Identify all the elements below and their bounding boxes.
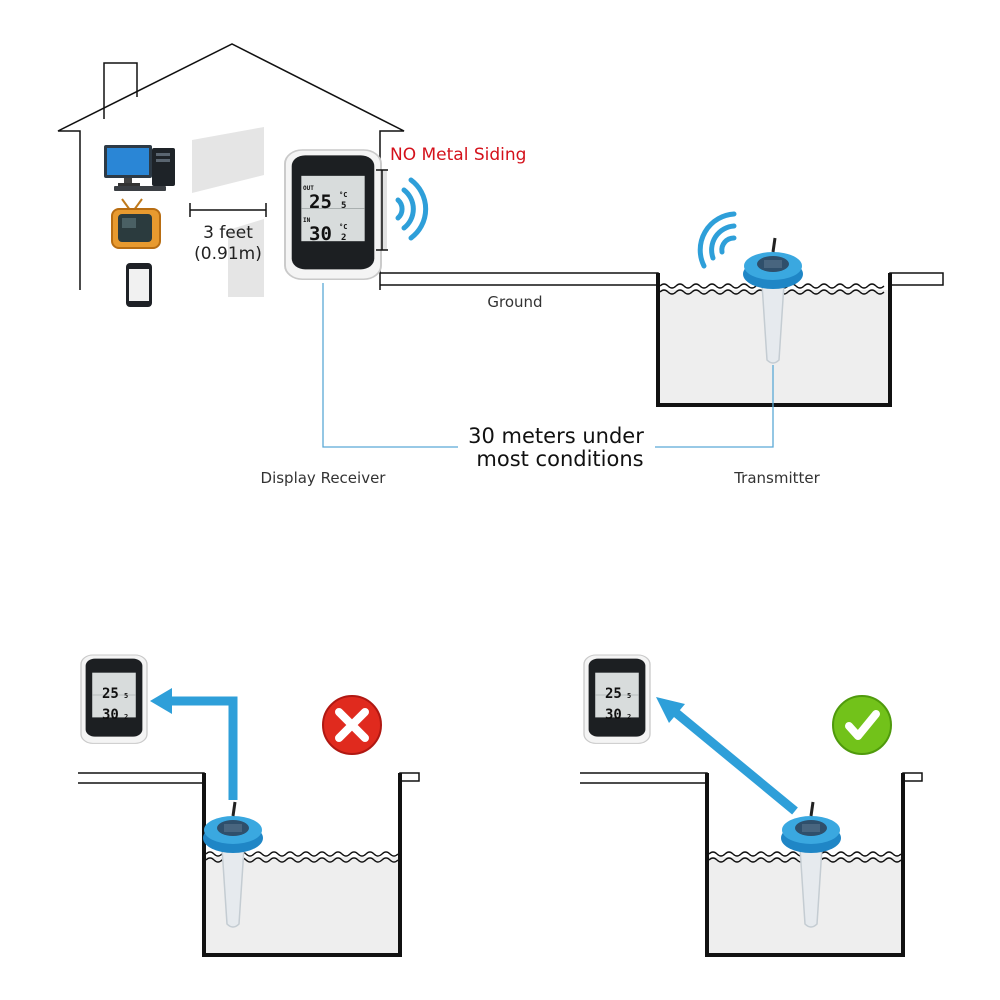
lcd-out-tag: OUT xyxy=(303,185,314,192)
house-outline xyxy=(57,43,405,290)
lcd-in-unit: °C xyxy=(339,223,347,231)
lcd-out-decimal: 5 xyxy=(124,692,128,700)
lcd-out-value: 25 xyxy=(605,686,622,702)
tv-icon xyxy=(111,198,161,249)
lcd-out-decimal: 5 xyxy=(341,201,346,211)
ground-label: Ground xyxy=(487,293,542,311)
range-label-line2: most conditions xyxy=(476,447,643,471)
lcd-out-value: 25 xyxy=(102,686,119,702)
lcd-in-value: 30 xyxy=(605,707,622,723)
lcd-out-value: 25 xyxy=(309,191,332,213)
receiver-signal-icon xyxy=(395,177,429,241)
transmitter-signal-icon xyxy=(697,211,737,269)
lcd-in-tag: IN xyxy=(303,217,311,224)
distance-label-line1: 3 feet xyxy=(203,223,253,243)
range-label-line1: 30 meters under xyxy=(468,424,644,448)
computer-icon xyxy=(104,145,175,191)
smartphone-icon xyxy=(126,263,152,307)
lcd-out-decimal: 5 xyxy=(627,692,631,700)
correct-placement-panel: 25 5 30 2 xyxy=(580,654,923,957)
wall-stripe-upper xyxy=(192,127,264,193)
lcd-out-unit: °C xyxy=(339,191,347,199)
siding-bracket xyxy=(376,169,388,251)
display-receiver xyxy=(284,149,382,281)
arrow-head-right xyxy=(656,697,685,723)
blocked-signal-arrow xyxy=(170,696,238,800)
clear-signal-arrow xyxy=(672,708,798,815)
range-guide xyxy=(322,283,774,448)
chimney xyxy=(103,62,138,119)
lcd-in-value: 30 xyxy=(102,707,119,723)
receiver-label: Display Receiver xyxy=(261,469,387,487)
receiver-lcd-readout: OUT 25 °C 5 IN 30 °C 2 xyxy=(303,185,347,245)
wall-stripe-lower xyxy=(228,219,264,297)
distance-marker xyxy=(189,203,267,217)
lcd-in-value: 30 xyxy=(309,223,332,245)
lcd-in-decimal: 2 xyxy=(341,233,346,243)
arrow-head-left xyxy=(150,688,172,714)
incorrect-placement-panel: 25 5 30 2 xyxy=(78,654,420,957)
lcd-in-decimal: 2 xyxy=(124,713,128,721)
check-icon xyxy=(832,695,892,755)
cross-icon xyxy=(322,695,382,755)
no-metal-siding-label: NO Metal Siding xyxy=(390,145,526,165)
distance-label-line2: (0.91m) xyxy=(194,244,262,264)
transmitter-label: Transmitter xyxy=(733,469,820,487)
lcd-in-decimal: 2 xyxy=(627,713,631,721)
